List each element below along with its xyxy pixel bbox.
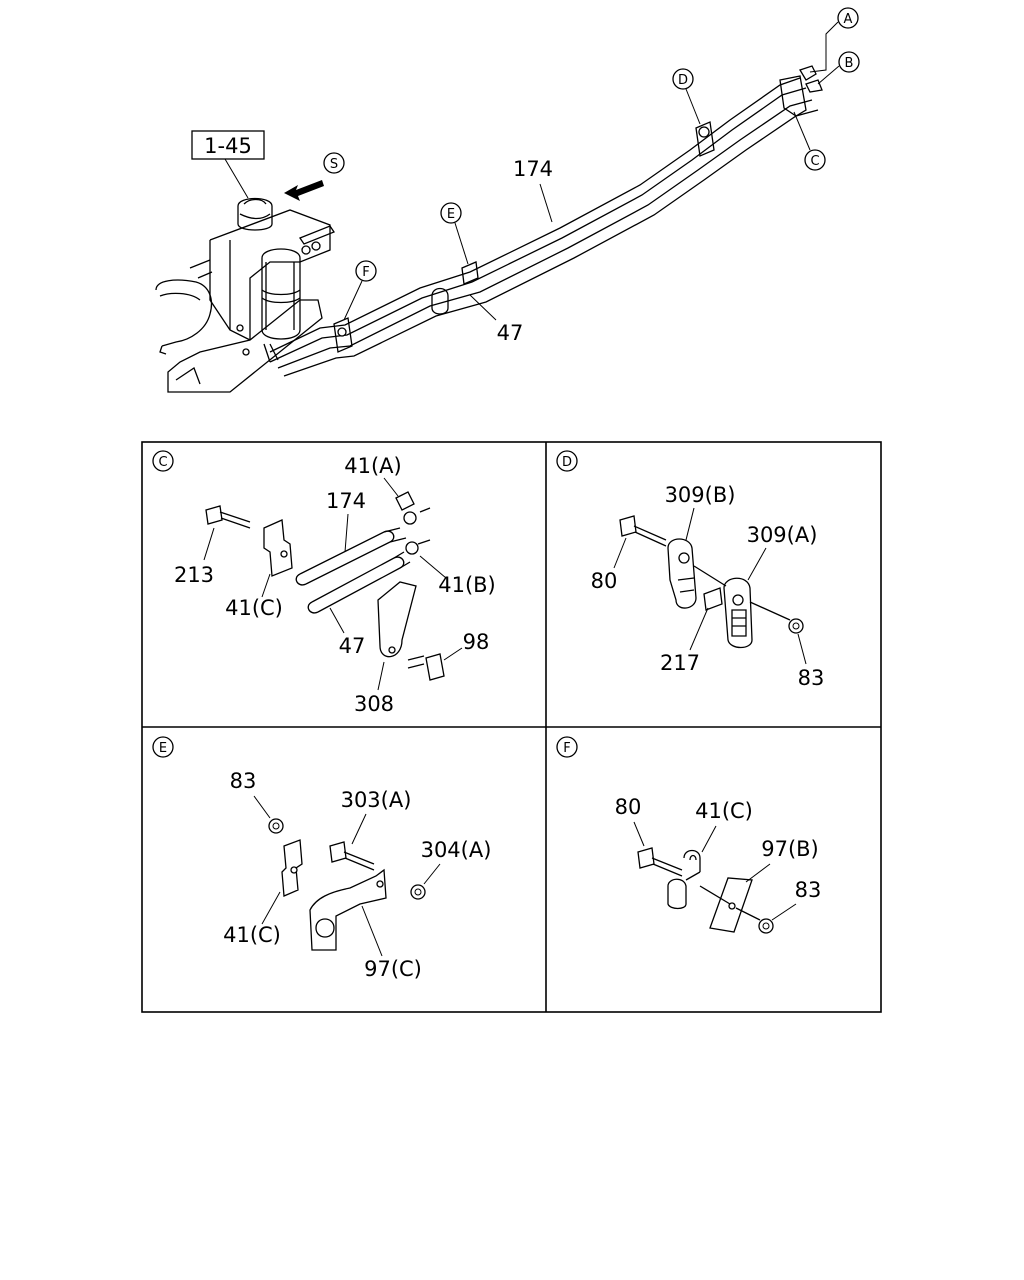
- overview-drawing: 1-45 S: [155, 7, 860, 393]
- panel-f: F 80 41(C) 97(B) 83: [556, 736, 822, 934]
- view-arrow: S: [284, 152, 345, 201]
- svg-text:80: 80: [591, 569, 618, 593]
- callout-f[interactable]: F: [343, 260, 377, 321]
- view-s-callout[interactable]: [323, 152, 345, 174]
- ref-leader: [224, 158, 249, 199]
- svg-text:213: 213: [174, 563, 214, 587]
- svg-text:A: A: [844, 12, 853, 27]
- svg-text:83: 83: [795, 878, 822, 902]
- pipe-47-label: 47: [497, 321, 524, 345]
- svg-text:309(B): 309(B): [665, 483, 736, 507]
- ref-box[interactable]: [191, 130, 265, 160]
- svg-text:D: D: [562, 455, 572, 470]
- svg-text:S: S: [330, 157, 338, 172]
- svg-text:47: 47: [339, 634, 366, 658]
- svg-text:97(B): 97(B): [761, 837, 819, 861]
- svg-text:41(C): 41(C): [223, 923, 281, 947]
- callout-d[interactable]: D: [672, 68, 701, 125]
- panel-d-badge: [556, 450, 578, 472]
- svg-text:303(A): 303(A): [341, 788, 412, 812]
- svg-text:F: F: [563, 741, 570, 756]
- svg-text:97(C): 97(C): [364, 957, 422, 981]
- svg-text:41(A): 41(A): [344, 454, 401, 478]
- svg-text:E: E: [447, 207, 455, 222]
- svg-text:C: C: [158, 455, 167, 470]
- fuel-pipes: [269, 65, 823, 377]
- svg-text:D: D: [678, 73, 688, 88]
- filter-assembly: [155, 197, 335, 393]
- svg-text:98: 98: [463, 630, 490, 654]
- svg-text:83: 83: [798, 666, 825, 690]
- detail-grid: [141, 441, 882, 1013]
- pipe-174-label: 174: [513, 157, 553, 181]
- svg-text:304(A): 304(A): [421, 838, 492, 862]
- svg-text:E: E: [159, 741, 167, 756]
- ref-box-label: 1-45: [204, 134, 252, 158]
- svg-text:C: C: [810, 154, 819, 169]
- panel-e: E 83 303(A) 304(A) 41(C) 97(C): [152, 736, 492, 981]
- callout-b[interactable]: B: [817, 51, 860, 85]
- svg-text:41(C): 41(C): [695, 799, 753, 823]
- panel-e-badge: [152, 736, 174, 758]
- svg-text:174: 174: [326, 489, 366, 513]
- svg-text:309(A): 309(A): [747, 523, 818, 547]
- svg-text:41(C): 41(C): [225, 596, 283, 620]
- panel-c-badge: [152, 450, 174, 472]
- svg-text:80: 80: [615, 795, 642, 819]
- callout-c[interactable]: C: [793, 111, 826, 171]
- panel-d: D 309(B) 309(A) 80 217 83: [556, 450, 825, 690]
- callout-a[interactable]: A: [809, 7, 859, 73]
- svg-text:217: 217: [660, 651, 700, 675]
- svg-text:B: B: [845, 56, 854, 71]
- panel-f-badge: [556, 736, 578, 758]
- callout-e[interactable]: E: [440, 202, 469, 265]
- svg-text:41(B): 41(B): [438, 573, 496, 597]
- panel-c: C 41(A) 174 213 41(B) 4: [152, 450, 496, 716]
- svg-text:F: F: [362, 265, 369, 280]
- svg-text:308: 308: [354, 692, 394, 716]
- svg-text:83: 83: [230, 769, 257, 793]
